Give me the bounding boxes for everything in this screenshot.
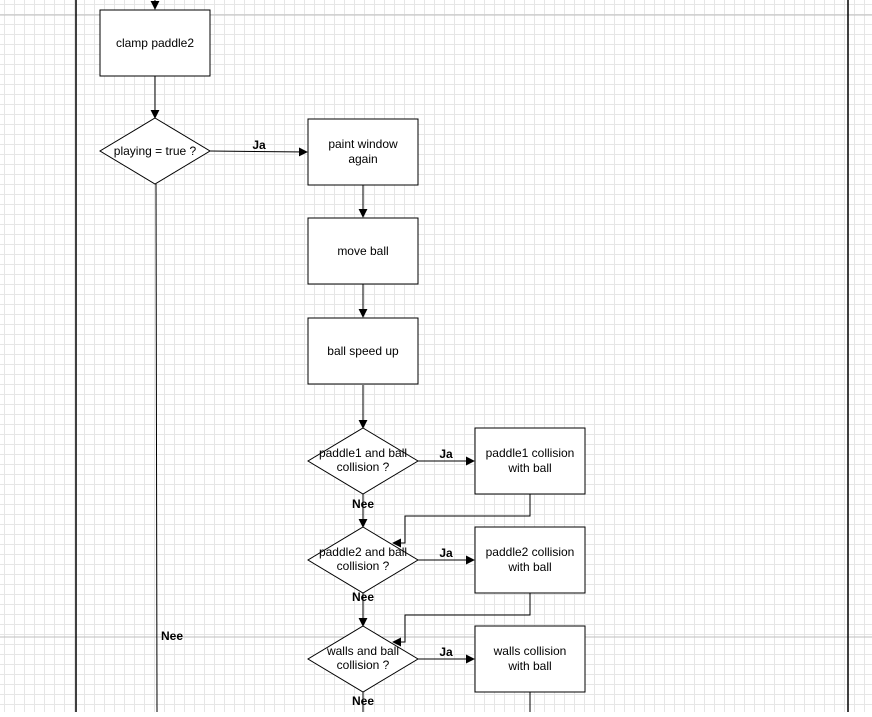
paddle2-check-label-line1: paddle2 and ball bbox=[319, 545, 407, 559]
paddle1-collision-label-line1: paddle1 collision bbox=[486, 446, 575, 460]
edge-label-playing-no: Nee bbox=[161, 629, 183, 643]
edge-label-playing-yes: Ja bbox=[252, 138, 266, 152]
decision-paddle1-collision[interactable]: paddle1 and ball collision ? bbox=[307, 427, 419, 495]
playing-check-label: playing = true ? bbox=[114, 144, 197, 158]
edge-label-paddle1-no: Nee bbox=[352, 497, 374, 511]
walls-check-label-line2: collision ? bbox=[337, 658, 390, 672]
paint-window-label-line1: paint window bbox=[328, 137, 398, 151]
process-paddle2-collision[interactable]: paddle2 collision with ball bbox=[474, 526, 586, 594]
process-ball-speed-up[interactable]: ball speed up bbox=[307, 317, 419, 385]
edge-label-paddle2-yes: Ja bbox=[439, 546, 453, 560]
walls-collision-label-line1: walls collision bbox=[493, 644, 567, 658]
paddle2-check-label-line2: collision ? bbox=[337, 559, 390, 573]
edge-label-walls-yes: Ja bbox=[439, 645, 453, 659]
paddle1-collision-label-line2: with ball bbox=[507, 461, 551, 475]
process-walls-collision[interactable]: walls collision with ball bbox=[474, 625, 586, 693]
paddle1-check-label-line1: paddle1 and ball bbox=[319, 446, 407, 460]
paint-window-label-line2: again bbox=[348, 152, 377, 166]
edge-paddle2-collision-return[interactable] bbox=[392, 593, 531, 647]
walls-check-label-line1: walls and ball bbox=[326, 644, 399, 658]
edge-playing-yes[interactable] bbox=[209, 147, 308, 157]
paddle2-collision-label-line1: paddle2 collision bbox=[486, 545, 575, 559]
move-ball-label: move ball bbox=[337, 244, 388, 258]
process-paddle1-collision[interactable]: paddle1 collision with ball bbox=[474, 427, 586, 495]
process-move-ball[interactable]: move ball bbox=[307, 217, 419, 285]
process-clamp-paddle2[interactable]: clamp paddle2 bbox=[99, 9, 211, 77]
ball-speed-up-label: ball speed up bbox=[327, 344, 399, 358]
edge-playing-no[interactable] bbox=[155, 183, 158, 713]
edge-paddle1-collision-return[interactable] bbox=[392, 494, 531, 548]
walls-collision-label-line2: with ball bbox=[507, 659, 551, 673]
decision-paddle2-collision[interactable]: paddle2 and ball collision ? bbox=[307, 526, 419, 594]
edge-label-paddle1-yes: Ja bbox=[439, 447, 453, 461]
edge-label-paddle2-no: Nee bbox=[352, 590, 374, 604]
paddle1-check-label-line2: collision ? bbox=[337, 460, 390, 474]
process-paint-window[interactable]: paint window again bbox=[307, 118, 419, 186]
clamp-paddle2-label: clamp paddle2 bbox=[116, 36, 194, 50]
decision-walls-collision[interactable]: walls and ball collision ? bbox=[307, 625, 419, 693]
decision-playing[interactable]: playing = true ? bbox=[99, 117, 211, 185]
paddle2-collision-label-line2: with ball bbox=[507, 560, 551, 574]
edge-label-walls-no: Nee bbox=[352, 694, 374, 708]
